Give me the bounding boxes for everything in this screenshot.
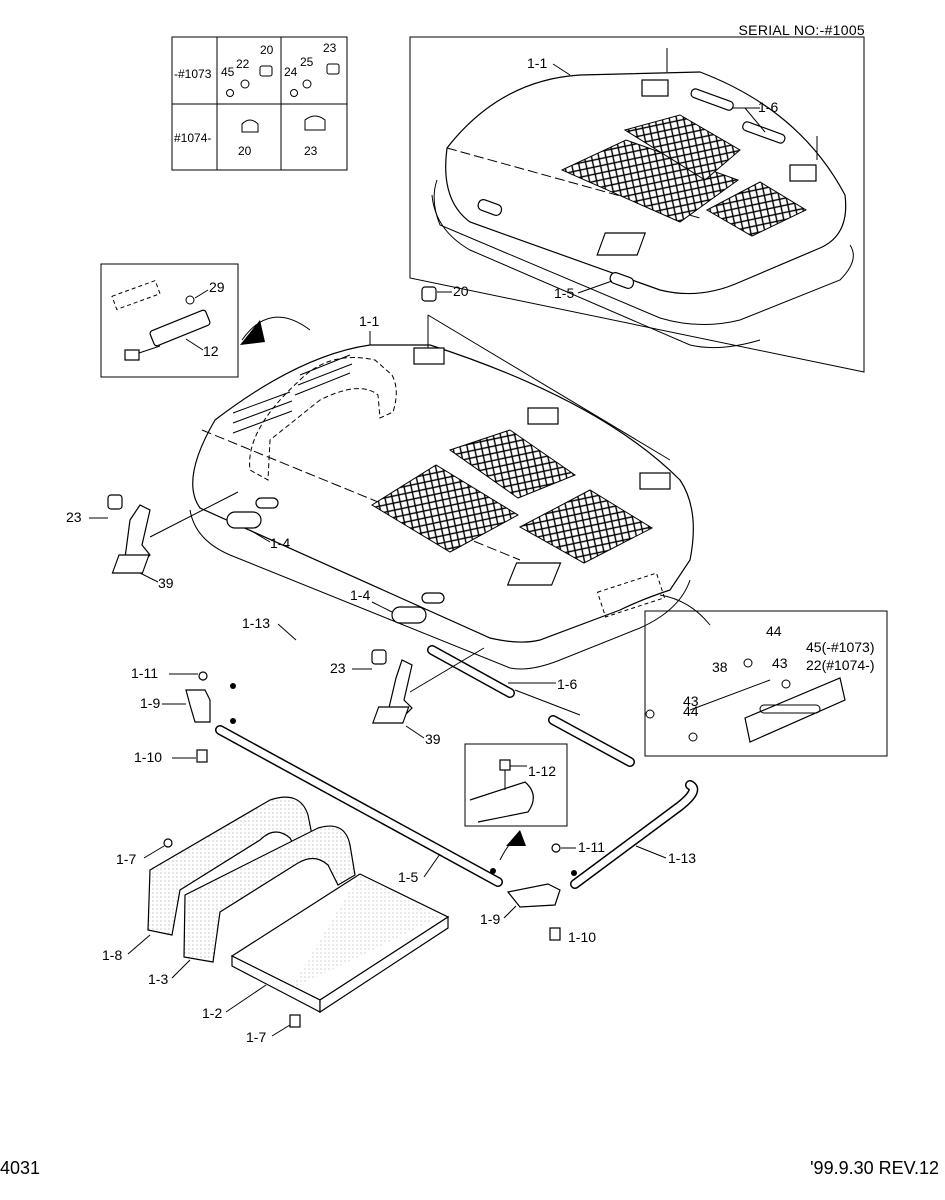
variant-inset: 1-1 1-6 1-5 [409,36,865,373]
callout-1-10: 1-10 [568,929,596,945]
callout-43: 43 [772,655,788,671]
callout-1-10: 1-10 [134,749,162,765]
callout-39: 39 [425,731,441,747]
callout-12: 12 [203,343,219,359]
callout-1-2: 1-2 [202,1005,222,1021]
table-row-label: #1074- [174,131,211,145]
callout-1-9: 1-9 [140,695,160,711]
callout-1-8: 1-8 [102,947,122,963]
callout-20: 20 [453,283,469,299]
cushions [147,796,450,1028]
callout-1-1: 1-1 [359,313,379,329]
table-callout: 23 [304,144,318,158]
callout-39: 39 [158,575,174,591]
callout-23: 23 [66,509,82,525]
frame-pipes [215,606,699,889]
callout-1-5: 1-5 [398,869,418,885]
callout-1-9: 1-9 [480,911,500,927]
serial-number: SERIAL NO:-#1005 [738,22,865,38]
callout-1-7: 1-7 [246,1029,266,1045]
table-callout: 25 [300,55,314,69]
pin-inset: 1-12 [464,743,568,827]
callout-1-11: 1-11 [578,839,605,855]
callout-45: 45(-#1073) [806,639,875,655]
callout-1-6: 1-6 [557,676,577,692]
table-callout: 22 [236,57,250,71]
callout-29: 29 [209,279,225,295]
callout-1-4: 1-4 [270,535,290,551]
callout-1-4: 1-4 [350,587,370,603]
latch-center [371,649,413,724]
table-callout: 24 [284,65,298,79]
callout-38: 38 [712,659,728,675]
engine-cover [189,314,694,670]
callout-1-1: 1-1 [527,55,547,71]
page-number: 4031 [0,1158,41,1178]
serial-applicability-table: -#1073 #1074- 45 22 20 24 25 23 20 23 [171,36,348,171]
callout-1-6: 1-6 [758,99,778,115]
callout-22: 22(#1074-) [806,657,875,673]
table-callout: 23 [323,41,337,55]
table-callout: 20 [260,43,274,57]
table-row-label: -#1073 [174,67,212,81]
grommet [226,511,262,529]
gas-spring-inset: 29 12 [100,263,239,378]
callout-23: 23 [330,660,346,676]
table-callout: 20 [238,144,252,158]
callout-1-13: 1-13 [668,850,696,866]
callout-44: 44 [766,623,782,639]
callout-1-3: 1-3 [148,971,168,987]
latch-left [107,494,151,574]
callout-1-11: 1-11 [131,665,158,681]
callout-1-12: 1-12 [528,763,556,779]
table-callout: 45 [221,65,235,79]
revision-date: '99.9.30 REV.12 [810,1158,939,1178]
callout-1-13: 1-13 [242,615,270,631]
callout-1-5: 1-5 [554,285,574,301]
callout-43: 43 [683,693,699,709]
callout-44: 44 [683,703,699,719]
callout-1-7: 1-7 [116,851,136,867]
strap-inset: 44 43 38 44 43 45(-#1073) 22(#1074-) [644,610,888,757]
